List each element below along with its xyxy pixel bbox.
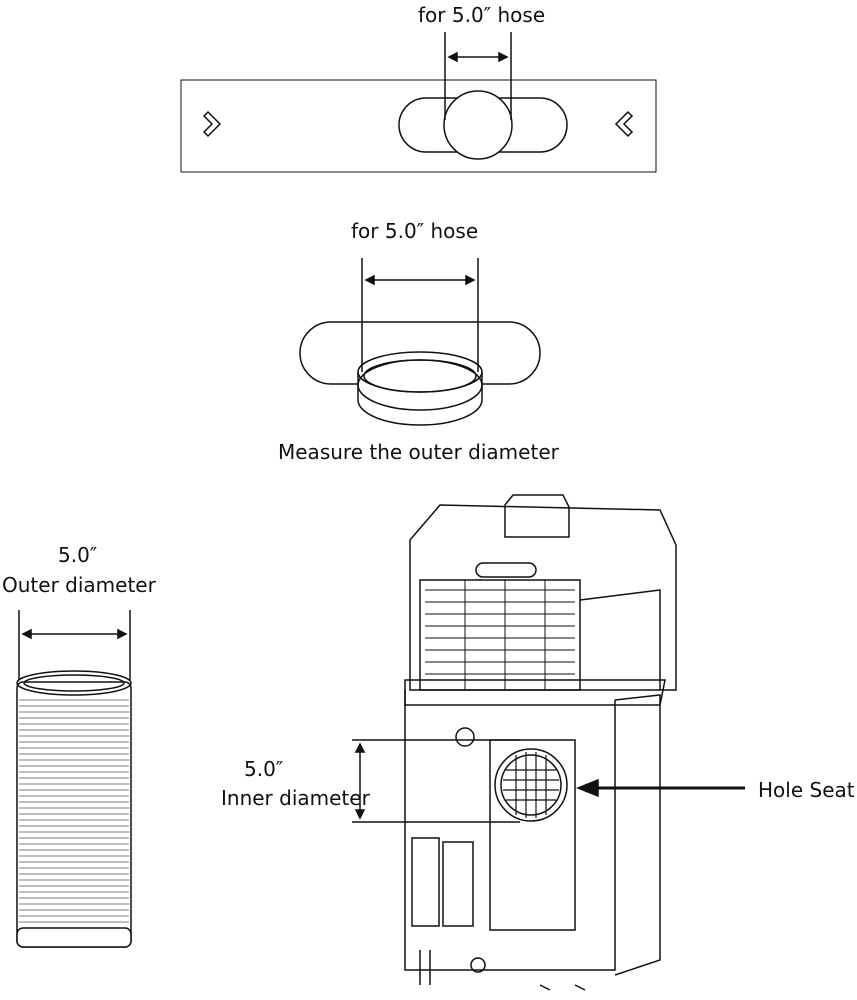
top-hose-label: for 5.0″ hose: [418, 3, 546, 27]
inner-diameter-value: 5.0″: [244, 757, 284, 781]
portable-air-conditioner: [352, 494, 745, 991]
inner-diameter-label: Inner diameter: [221, 786, 370, 810]
outer-diameter-label: Outer diameter: [2, 573, 156, 597]
hole-seat-label: Hole Seat: [758, 778, 855, 802]
outer-diameter-value: 5.0″: [58, 543, 98, 567]
measure-label: Measure the outer diameter: [278, 440, 559, 464]
exhaust-hose: [16, 610, 132, 948]
window-adapter: [299, 258, 541, 426]
window-slider-plate: [180, 32, 657, 173]
mid-hose-label: for 5.0″ hose: [351, 219, 479, 243]
